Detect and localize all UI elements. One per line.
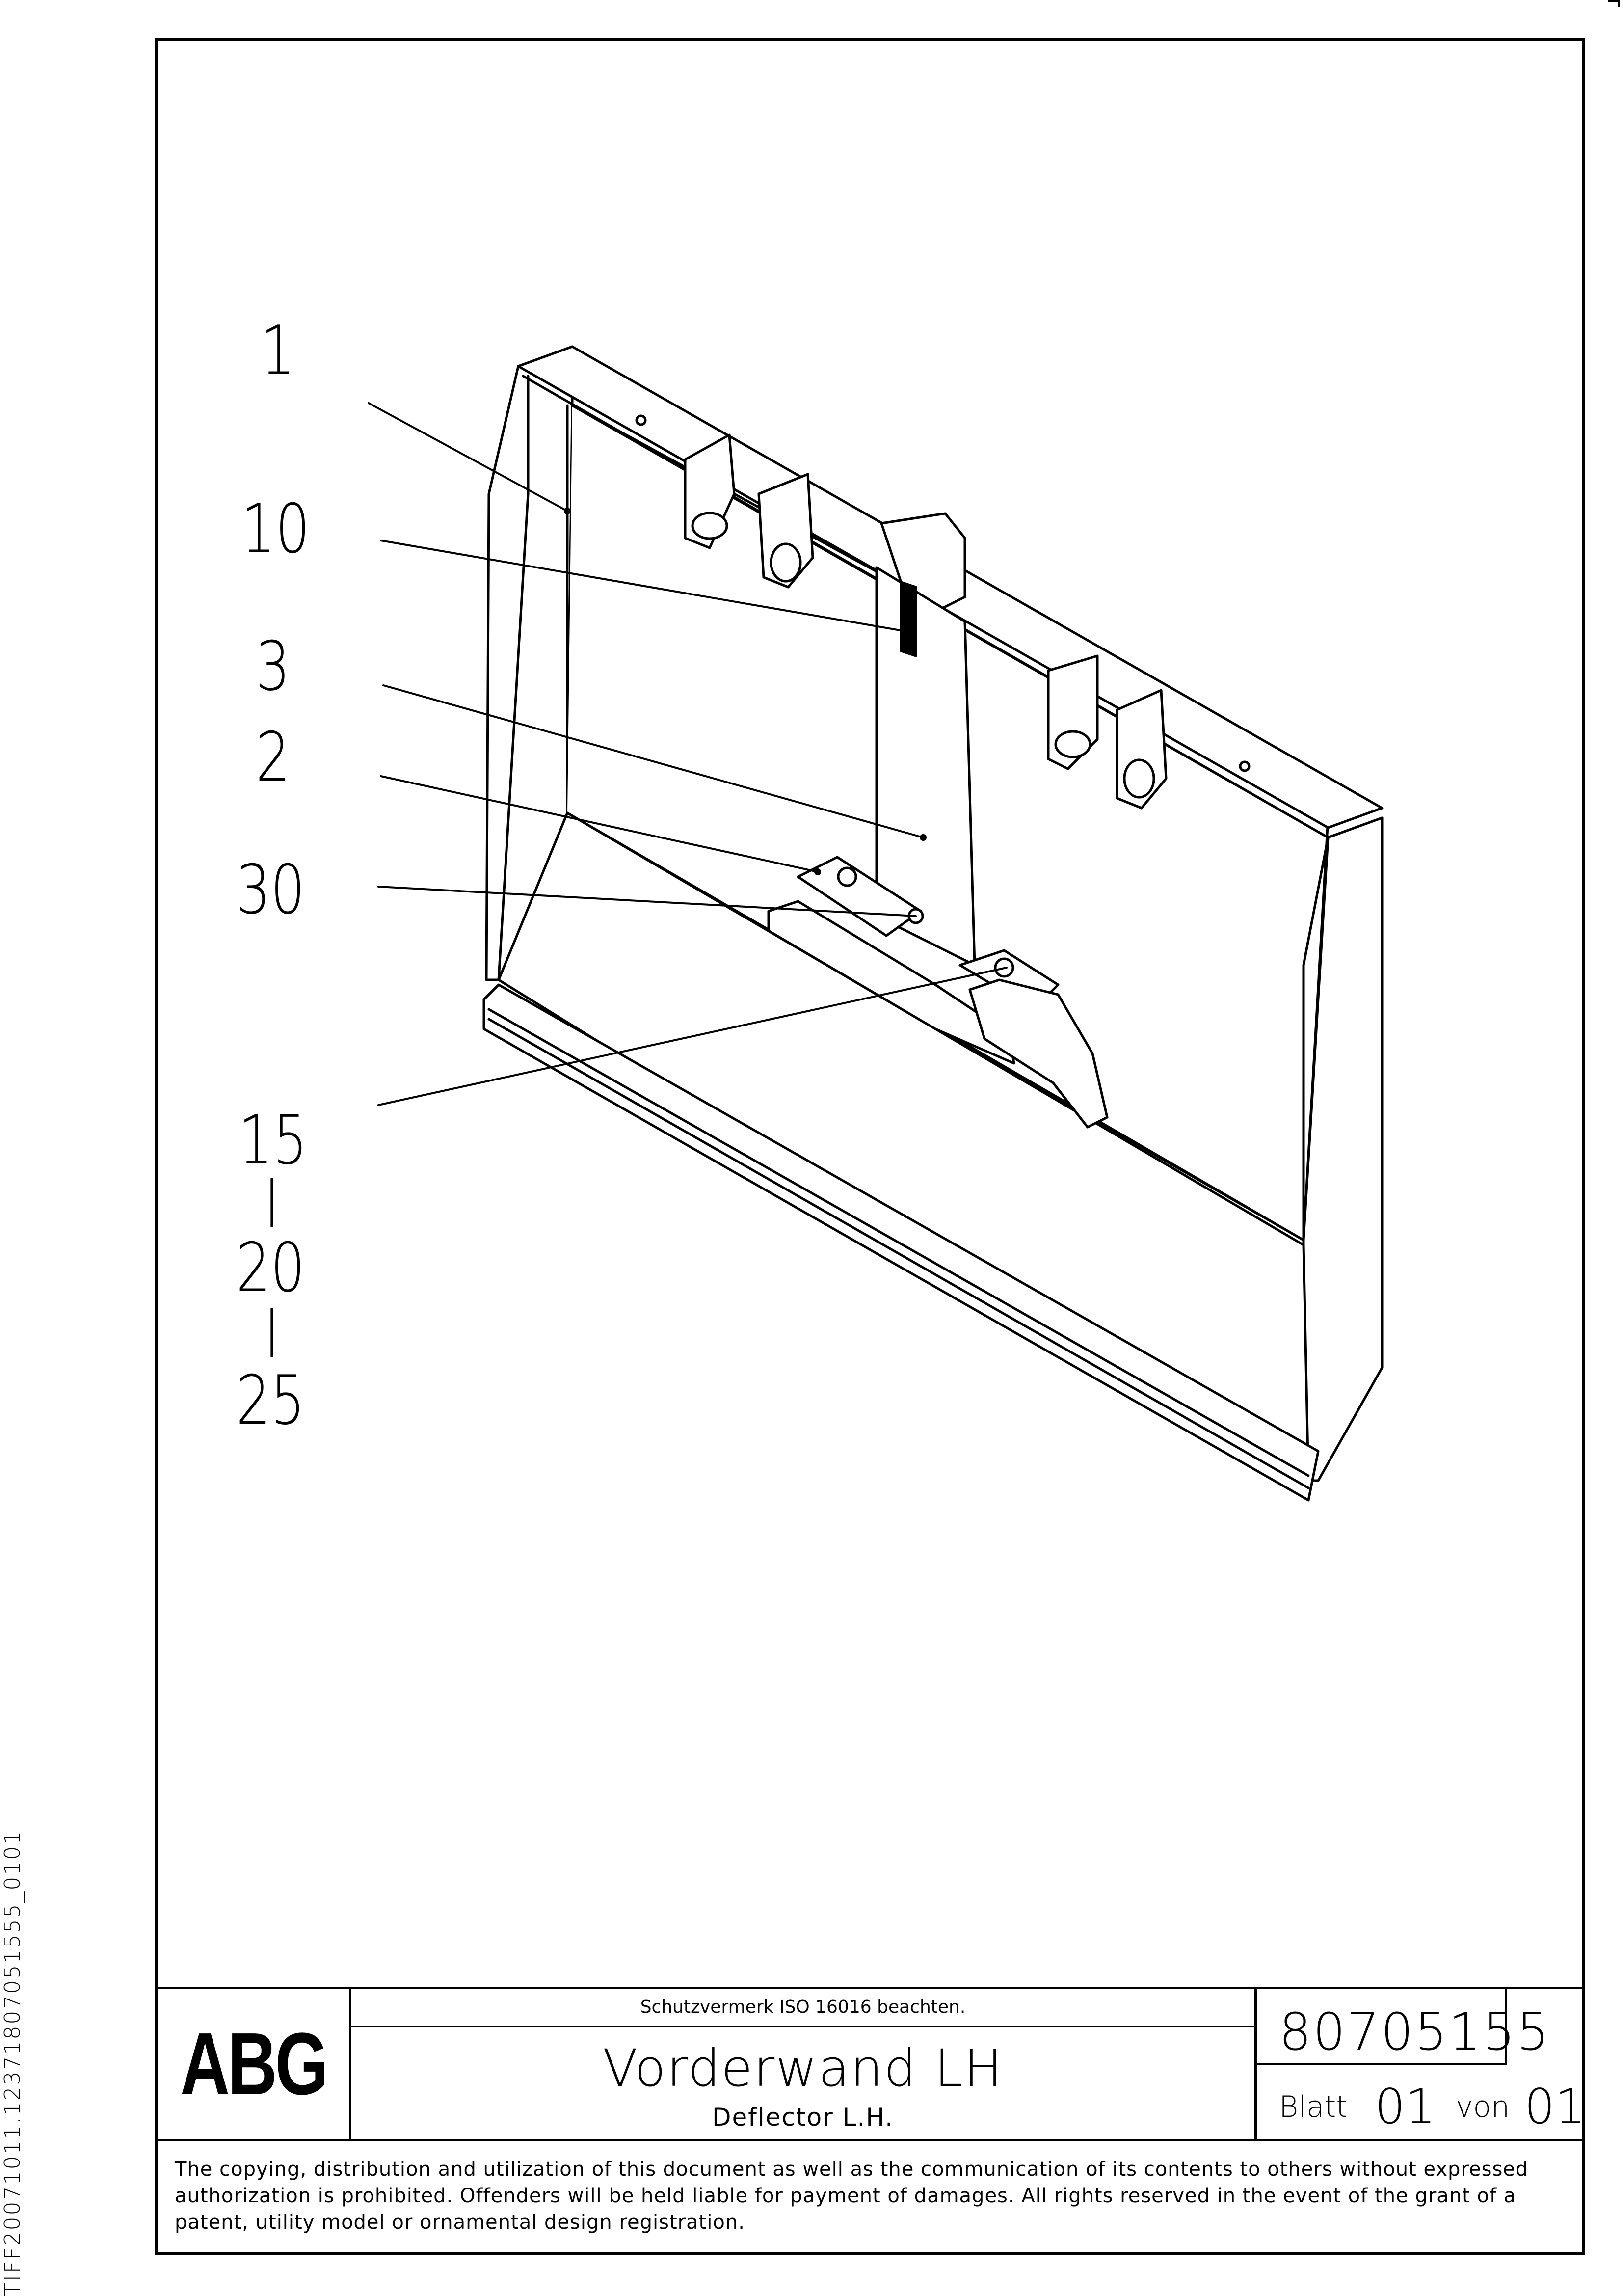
copyright-notice: The copying, distribution and utilizatio… bbox=[175, 2158, 1529, 2234]
deflector-isometric-drawing bbox=[368, 345, 1384, 1502]
right-skid bbox=[968, 978, 1109, 1129]
title-cell: Schutzvermerk ISO 16016 beachten. Vorder… bbox=[351, 1989, 1257, 2139]
flange-hole-left bbox=[635, 414, 647, 426]
left-plate-edge bbox=[497, 375, 530, 981]
callout-25: 25 bbox=[236, 1361, 305, 1440]
right-plate-edge bbox=[1302, 836, 1330, 1246]
sheet-row: Blatt 01 von 01 bbox=[1257, 2065, 1586, 2141]
abg-logo: ABG bbox=[180, 2015, 329, 2113]
right-hinge-pin bbox=[1054, 730, 1091, 758]
leader-lines bbox=[368, 402, 1008, 1106]
callout-range-bar-1: I bbox=[264, 1164, 280, 1243]
bolt-head-upper bbox=[837, 866, 857, 887]
title-english: Deflector L.H. bbox=[712, 2103, 894, 2132]
cutting-edge-groove bbox=[487, 1008, 1310, 1477]
leader-1 bbox=[368, 402, 568, 512]
copyright-footer: The copying, distribution and utilizatio… bbox=[158, 2139, 1582, 2252]
sheet-number: 01 bbox=[1375, 2079, 1436, 2135]
sheet-label: Blatt bbox=[1279, 2090, 1348, 2124]
protection-notice: Schutzvermerk ISO 16016 beachten. bbox=[351, 1989, 1254, 2027]
leader-15 bbox=[377, 967, 1008, 1106]
callout-2: 2 bbox=[256, 718, 291, 797]
callout-range-bar-2: I bbox=[264, 1295, 280, 1374]
callout-3: 3 bbox=[256, 627, 291, 706]
title-block: ABG Schutzvermerk ISO 16016 beachten. Vo… bbox=[158, 1987, 1586, 2141]
title-german: Vorderwand LH bbox=[602, 2038, 1004, 2098]
sheet-total: 01 bbox=[1524, 2079, 1586, 2135]
leader-10 bbox=[380, 540, 907, 632]
logo-cell: ABG bbox=[158, 1989, 351, 2139]
callout-30: 30 bbox=[236, 850, 305, 929]
callout-10: 10 bbox=[241, 489, 310, 568]
callout-15: 15 bbox=[239, 1101, 308, 1180]
document-number: 80705155 bbox=[1279, 2002, 1551, 2062]
corner-crop-mark bbox=[1608, 0, 1620, 7]
right-hinge-eye bbox=[1123, 758, 1155, 799]
flange-hole-right bbox=[1239, 760, 1251, 772]
left-hinge-pin bbox=[691, 512, 728, 540]
side-file-id: TIFF20071011.12371807051555_0101 bbox=[0, 1829, 25, 2296]
drawing-sheet: 1 10 3 2 30 15 I 20 I 25 ABG Schutzverme… bbox=[155, 38, 1586, 2255]
number-cell: 80705155 Blatt 01 von 01 bbox=[1257, 1989, 1586, 2141]
leader-2 bbox=[380, 775, 819, 873]
leader-3 bbox=[382, 684, 924, 838]
leader-30 bbox=[377, 886, 917, 917]
left-hinge-eye bbox=[770, 542, 802, 583]
document-number-box: 80705155 bbox=[1257, 1989, 1549, 2065]
leader-dots bbox=[564, 508, 927, 875]
callout-20: 20 bbox=[236, 1228, 305, 1307]
of-label: von bbox=[1456, 2090, 1510, 2124]
upright-slot bbox=[900, 581, 917, 657]
callout-1: 1 bbox=[261, 311, 295, 390]
cutting-edge-groove-2 bbox=[487, 1018, 1310, 1489]
